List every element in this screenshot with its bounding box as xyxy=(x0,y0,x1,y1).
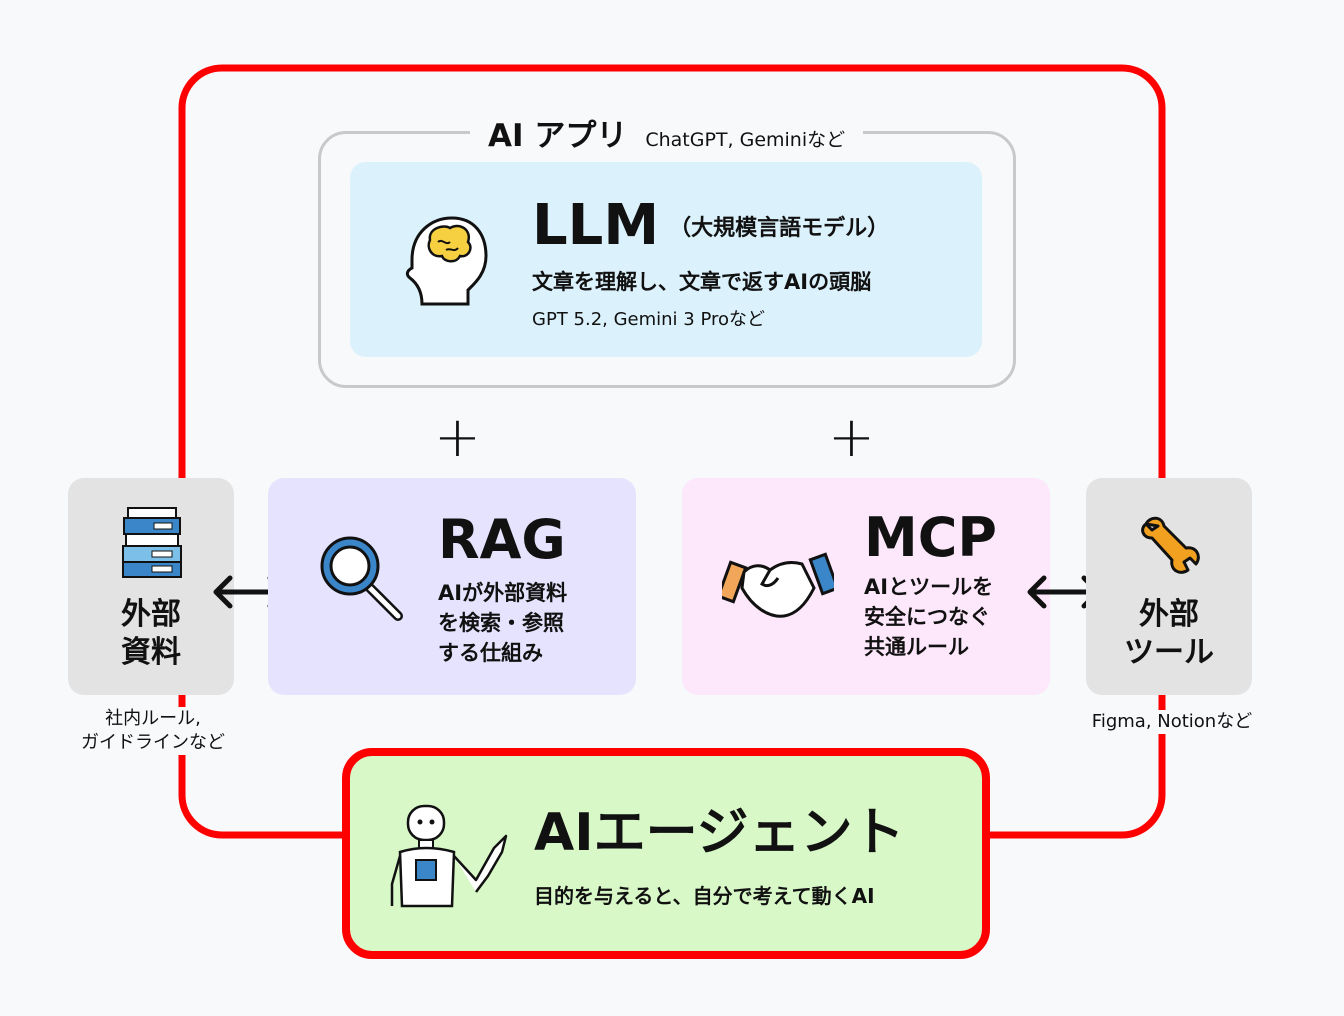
mcp-card: MCP AIとツールを 安全につなぐ 共通ルール xyxy=(682,478,1050,695)
external-tools-note: Figma, Notionなど xyxy=(1078,710,1266,734)
llm-examples: GPT 5.2, Gemini 3 Proなど xyxy=(532,309,766,330)
external-docs-note-1: 社内ルール, xyxy=(105,708,201,729)
brain-head-icon xyxy=(405,216,488,306)
llm-title-note: （大規模言語モデル） xyxy=(669,216,890,241)
mcp-desc-3: 共通ルール xyxy=(864,635,969,659)
mcp-desc-1: AIとツールを xyxy=(864,575,994,599)
llm-description: 文章を理解し、文章で返すAIの頭脳 xyxy=(532,270,872,294)
ai-app-subtitle: ChatGPT, Geminiなど xyxy=(645,129,846,151)
wrench-icon xyxy=(1141,516,1200,574)
robot-icon xyxy=(390,804,508,908)
ai-app-header: AI アプリ ChatGPT, Geminiなど xyxy=(470,110,864,155)
external-tools-label-1: 外部 xyxy=(1139,597,1199,632)
external-docs-note: 社内ルール, ガイドラインなど xyxy=(70,707,236,755)
external-docs-label-2: 資料 xyxy=(121,635,181,670)
llm-card: LLM （大規模言語モデル） 文章を理解し、文章で返すAIの頭脳 GPT 5.2… xyxy=(350,162,982,357)
plus-sign-rag: + xyxy=(434,405,481,470)
ai-agent-card: AIエージェント 目的を与えると、自分で考えて動くAI xyxy=(342,748,990,959)
plus-sign-mcp: + xyxy=(828,405,875,470)
external-tools-card: 外部 ツール xyxy=(1086,478,1252,695)
external-docs-label-1: 外部 xyxy=(121,597,181,632)
mcp-desc-2: 安全につなぐ xyxy=(864,605,990,629)
ai-agent-description: 目的を与えると、自分で考えて動くAI xyxy=(534,884,875,908)
rag-desc-2: を検索・参照 xyxy=(438,611,564,635)
rag-title: RAG xyxy=(438,508,566,571)
external-docs-note-2: ガイドラインなど xyxy=(81,732,225,753)
handshake-icon xyxy=(722,552,834,618)
llm-title: LLM xyxy=(532,193,660,258)
mcp-title: MCP xyxy=(864,506,997,569)
external-docs-card: 外部 資料 xyxy=(68,478,234,695)
magnifier-icon xyxy=(320,536,403,621)
ai-agent-title: AIエージェント xyxy=(534,803,905,863)
external-tools-label-2: ツール xyxy=(1124,635,1214,670)
ai-app-title: AI アプリ xyxy=(488,118,628,154)
rag-desc-1: AIが外部資料 xyxy=(438,581,568,605)
file-cabinet-icon xyxy=(122,507,182,578)
rag-card: RAG AIが外部資料 を検索・参照 する仕組み xyxy=(268,478,636,695)
rag-desc-3: する仕組み xyxy=(438,641,543,665)
